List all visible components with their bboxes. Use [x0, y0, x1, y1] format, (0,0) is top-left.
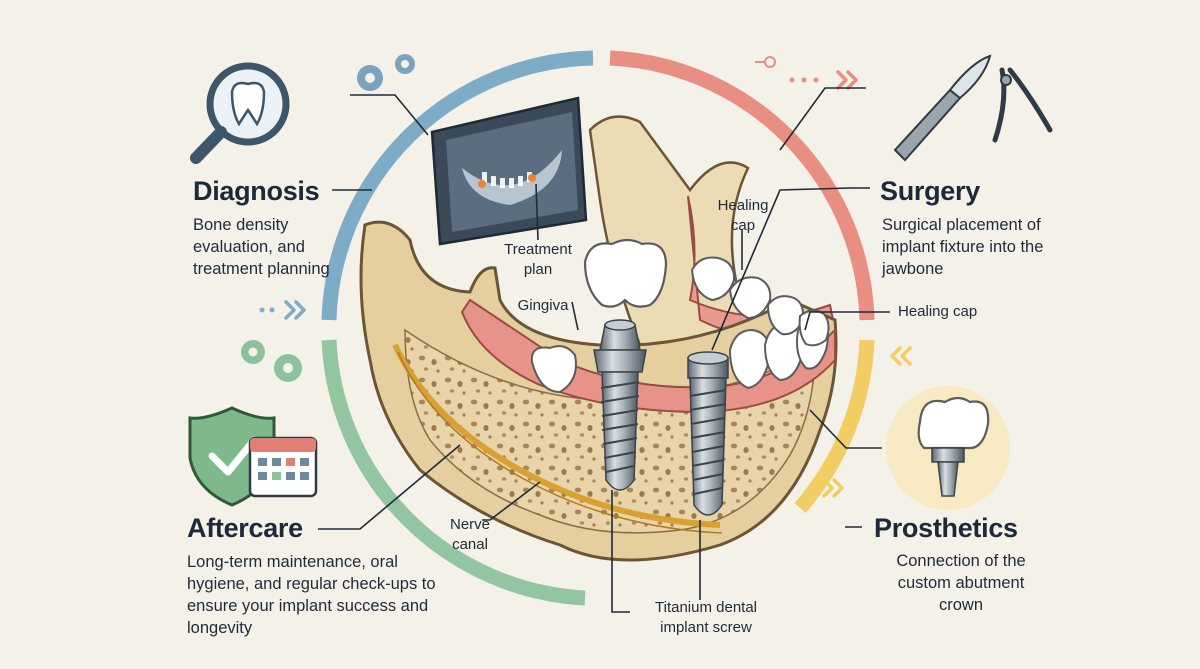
- arc-prosthetics: [794, 339, 875, 513]
- arc-surgery: [609, 50, 875, 321]
- stage-title-diagnosis: Diagnosis: [193, 176, 320, 206]
- arc-diagnosis: [321, 50, 594, 321]
- cycle-ring: [321, 50, 875, 606]
- magnifier-tooth-icon: [190, 62, 290, 164]
- label-treatment-plan: Treatment plan: [504, 241, 572, 278]
- stage-desc-surgery: Surgical placement of implant fixture in…: [882, 216, 1044, 278]
- scalpel-icon: [893, 54, 992, 162]
- implant-with-abutment: [593, 319, 647, 491]
- label-healing-cap-top: Healing cap: [717, 197, 769, 234]
- stage-desc-diagnosis: Bone density evaluation, and treatment p…: [193, 216, 330, 278]
- calendar-icon: [248, 436, 318, 498]
- stage-title-aftercare: Aftercare: [187, 513, 303, 543]
- leader-lines: [318, 87, 890, 613]
- stage-title-surgery: Surgery: [880, 176, 980, 206]
- nerve-canal: [392, 343, 721, 528]
- label-nerve-canal: Nerve canal: [449, 516, 490, 553]
- floating-crown: [583, 238, 668, 308]
- xray-icon: [430, 96, 588, 246]
- chevron-icon: [284, 70, 912, 498]
- pliers-icon: [992, 67, 1053, 143]
- stage-title-prosthetics: Prosthetics: [874, 513, 1018, 543]
- stage-desc-prosthetics: Connection of the custom abutment crown: [896, 552, 1026, 614]
- stage-desc-aftercare: Long-term maintenance, oral hygiene, and…: [187, 553, 436, 637]
- label-healing-cap-right: Healing cap: [898, 303, 978, 320]
- crown-icon: [886, 386, 1010, 510]
- arc-aftercare: [321, 339, 586, 606]
- gear-icon: [241, 54, 415, 382]
- label-gingiva: Gingiva: [517, 297, 569, 314]
- implant-with-healing-cap: [687, 351, 729, 516]
- label-implant-screw: Titanium dental implant screw: [655, 599, 757, 636]
